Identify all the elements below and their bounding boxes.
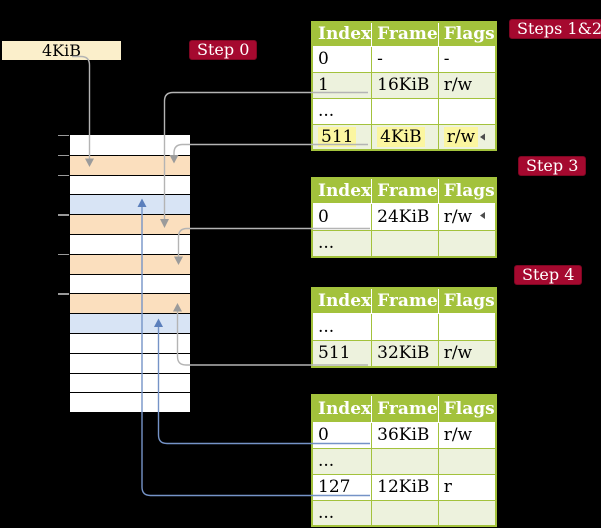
- cell-flags: [437, 97, 497, 125]
- header-row: Index Frame Flags: [312, 288, 496, 314]
- cell-flags: r/w: [437, 123, 497, 151]
- table-row: ...: [311, 229, 497, 258]
- memory-frame-row-white: [70, 332, 190, 353]
- header-row: Index Frame Flags: [312, 22, 496, 47]
- cell-index: ...: [311, 229, 373, 258]
- table-row: 0 36KiB r/w: [311, 421, 497, 449]
- cell-flags: [437, 499, 497, 527]
- cell-frame: 12KiB: [371, 473, 439, 501]
- memory-frame-row-orange: [70, 154, 190, 175]
- header-row: Index Frame Flags: [312, 178, 496, 204]
- steps-1-2-badge: Steps 1&2: [509, 19, 601, 39]
- column-header-frame: Frame: [371, 395, 439, 423]
- memory-frame-row-white: [70, 392, 190, 413]
- column-header-index: Index: [312, 178, 372, 204]
- cell-flags: r/w: [437, 71, 497, 99]
- column-header-index: Index: [312, 288, 372, 314]
- memory-frame-row-white: [70, 135, 190, 155]
- table-row: ...: [311, 499, 497, 527]
- memory-tick: [58, 134, 69, 137]
- memory-tick: [58, 214, 69, 216]
- cell-frame: [371, 447, 439, 475]
- cell-flags: r/w: [437, 421, 497, 449]
- memory-tick: [58, 293, 69, 295]
- memory-frame-row-orange: [70, 214, 190, 234]
- column-header-frame: Frame: [371, 288, 439, 314]
- step-3-badge: Step 3: [518, 156, 587, 176]
- cell-index: ...: [311, 97, 373, 125]
- cell-flags: [437, 447, 497, 475]
- cell-frame: 4KiB: [371, 123, 439, 151]
- column-header-frame: Frame: [371, 22, 439, 47]
- highlight: 511: [318, 126, 357, 147]
- column-header-flags: Flags: [437, 288, 496, 314]
- physical-memory-column: [69, 134, 191, 414]
- table-row: ...: [311, 312, 497, 341]
- header-row: Index Frame Flags: [312, 395, 496, 423]
- column-header-index: Index: [312, 395, 372, 423]
- cell-frame: 32KiB: [371, 339, 439, 368]
- memory-tick: [58, 154, 69, 157]
- cell-index: 127: [311, 473, 373, 501]
- cell-index: 1: [311, 71, 373, 99]
- cell-frame: 16KiB: [371, 71, 439, 99]
- cell-index: 0: [311, 421, 373, 449]
- memory-frame-row-white: [70, 372, 190, 393]
- column-header-flags: Flags: [437, 395, 496, 423]
- step-0-badge: Step 0: [189, 40, 258, 60]
- cell-index: 0: [311, 45, 373, 73]
- table-row-highlighted: 511 4KiB r/w: [311, 123, 497, 151]
- cell-frame: 36KiB: [371, 421, 439, 449]
- page-table-steps-1-2: Index Frame Flags 0 - - 1 16KiB r/w ... …: [311, 21, 497, 151]
- size-4kib-box: 4KiB: [2, 41, 121, 60]
- step-4-badge: Step 4: [514, 265, 583, 285]
- table-row: 511 32KiB r/w: [311, 339, 497, 368]
- cell-flags: [437, 229, 497, 258]
- cell-frame: [371, 229, 439, 258]
- cell-flags: -: [437, 45, 497, 73]
- cell-index: 511: [311, 339, 373, 368]
- table-row: 0 24KiB r/w: [311, 202, 497, 231]
- cell-frame: -: [371, 45, 439, 73]
- cell-flags: r: [437, 473, 497, 501]
- memory-frame-row-blue: [70, 313, 190, 333]
- cell-frame: 24KiB: [371, 202, 439, 231]
- page-table-step-4: Index Frame Flags ... 511 32KiB r/w: [311, 287, 497, 368]
- memory-frame-row-white: [70, 273, 190, 294]
- cell-frame: [371, 499, 439, 527]
- table-row: ...: [311, 447, 497, 475]
- memory-frame-row-orange: [70, 293, 190, 314]
- cell-frame: [371, 312, 439, 341]
- memory-tick: [58, 174, 69, 177]
- cell-index: 0: [311, 202, 373, 231]
- table-row: 127 12KiB r: [311, 473, 497, 501]
- cell-index: ...: [311, 447, 373, 475]
- memory-tick: [58, 253, 69, 256]
- page-table-final: Index Frame Flags 0 36KiB r/w ... 127 12…: [311, 394, 497, 527]
- table-row: 0 - -: [311, 45, 497, 73]
- table-row: ...: [311, 97, 497, 125]
- memory-frame-row-white: [70, 233, 190, 254]
- cell-flags: r/w: [437, 202, 497, 231]
- column-header-frame: Frame: [371, 178, 439, 204]
- highlight: 4KiB: [377, 126, 425, 147]
- table-row: 1 16KiB r/w: [311, 71, 497, 99]
- cell-frame: [371, 97, 439, 125]
- column-header-flags: Flags: [437, 178, 496, 204]
- cell-flags: [437, 312, 497, 341]
- highlight: r/w: [443, 126, 479, 147]
- cell-index: 511: [311, 123, 373, 151]
- cell-flags: r/w: [437, 339, 497, 368]
- column-header-index: Index: [312, 22, 372, 47]
- memory-frame-row-blue: [70, 194, 190, 215]
- memory-frame-row-white: [70, 352, 190, 373]
- memory-frame-row-orange: [70, 253, 190, 274]
- page-table-step-3: Index Frame Flags 0 24KiB r/w ...: [311, 177, 497, 258]
- memory-frame-row-white: [70, 174, 190, 195]
- column-header-flags: Flags: [437, 22, 496, 47]
- cell-index: ...: [311, 312, 373, 341]
- cell-index: ...: [311, 499, 373, 527]
